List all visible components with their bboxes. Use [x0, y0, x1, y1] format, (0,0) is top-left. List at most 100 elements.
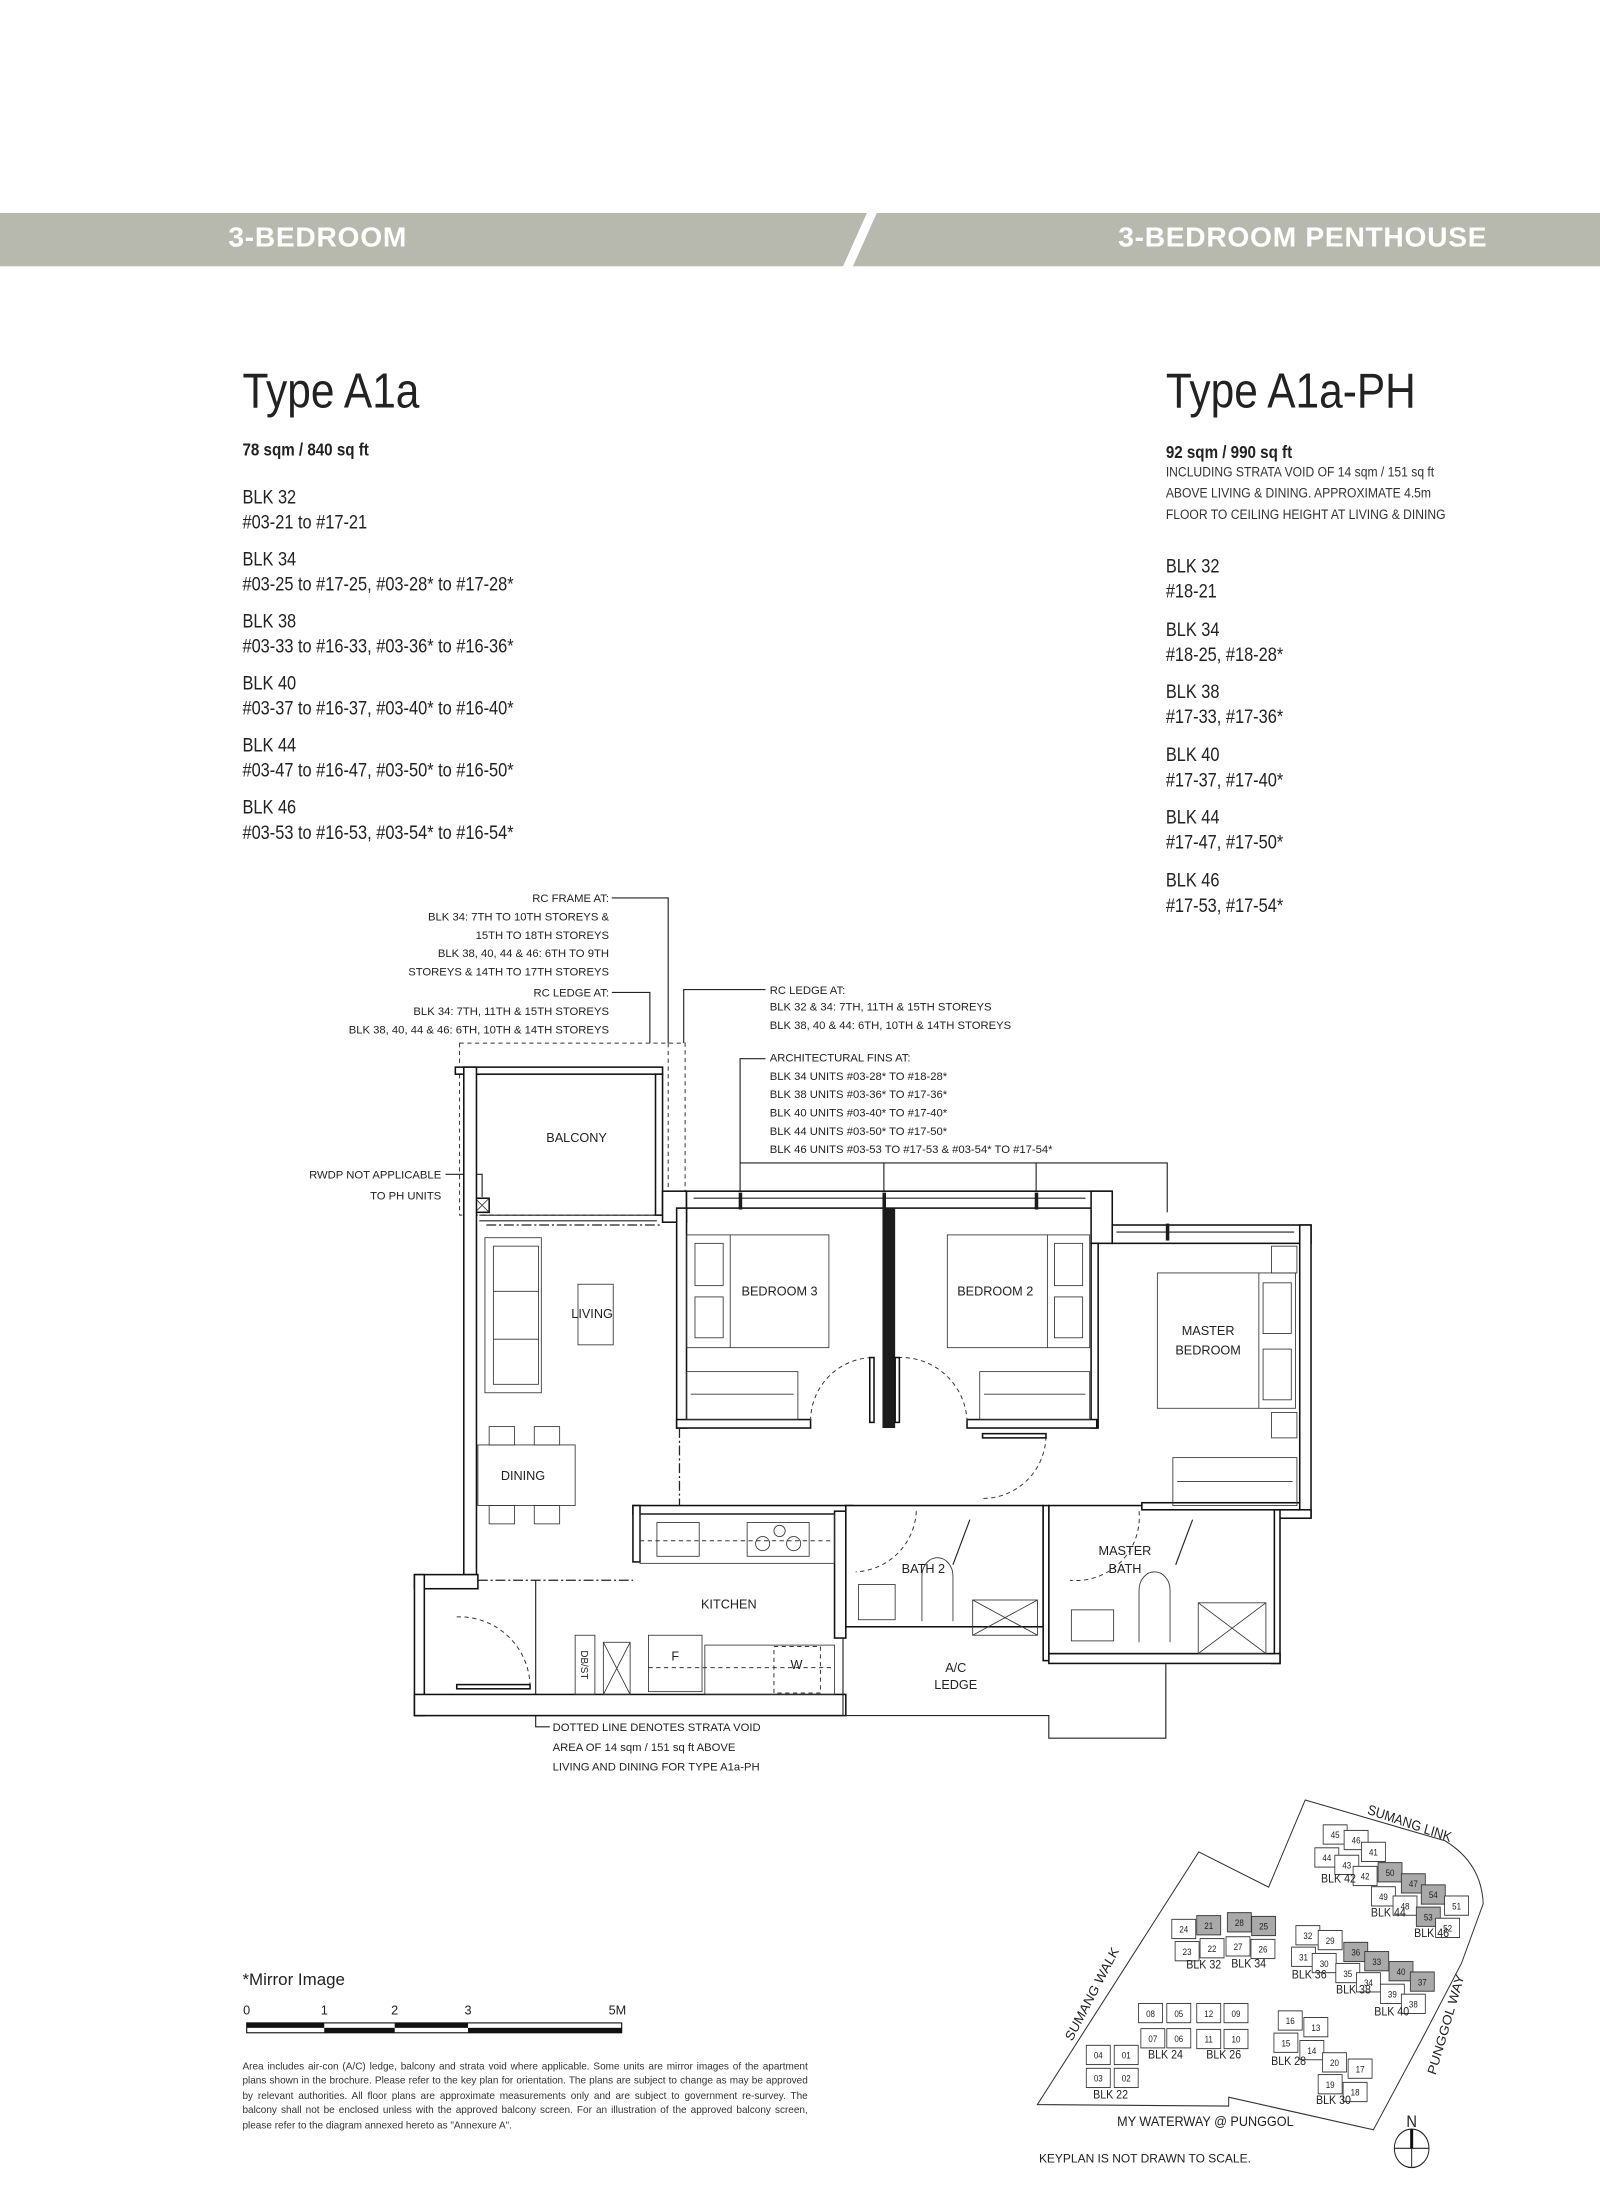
keyplan-unit [1140, 2028, 1166, 2049]
keyplan-unit [1225, 1936, 1251, 1957]
keyplan-unit [1171, 1918, 1197, 1940]
block-name: BLK 40 [1165, 743, 1220, 765]
room-label-master-bath: MASTER [1099, 1544, 1152, 1558]
rwdp-annotation: RWDP NOT APPLICABLE TO PH UNITS [309, 1170, 490, 1214]
block-entry: BLK 46#03-53 to #16-53, #03-54* to #16-5… [242, 795, 557, 846]
block-entry: BLK 34#03-25 to #17-25, #03-28* to #17-2… [242, 547, 557, 598]
rc-frame-line: BLK 38, 40, 44 & 46: 6TH TO 9TH [438, 948, 609, 960]
keyplan-unit-number: 52 [1443, 1923, 1452, 1934]
keyplan-unit-number: 22 [1208, 1944, 1217, 1955]
keyplan-unit-highlighted [1196, 1915, 1222, 1936]
fins-leader [740, 1162, 1168, 1213]
keyplan-unit-number: 13 [1311, 2022, 1320, 2033]
scale-tick-label: 2 [391, 2003, 398, 2017]
keyplan-unit [1273, 2032, 1299, 2053]
keyplan-unit-number: 43 [1342, 1860, 1351, 1871]
rc-ledge-line: BLK 38, 40, 44 & 46: 6TH, 10TH & 14TH ST… [349, 1024, 609, 1036]
rc-ledge-line: RC LEDGE AT: [533, 988, 609, 1000]
keyplan-unit-number: 07 [1148, 2034, 1157, 2045]
keyplan-unit [1444, 1895, 1469, 1916]
wardrobe-bedroom-2 [979, 1371, 1091, 1420]
keyplan-unit-number: 40 [1397, 1966, 1406, 1977]
keyplan-unit [1113, 2044, 1139, 2066]
keyplan-unit-number: 23 [1183, 1946, 1192, 1957]
rc-ledge-left-annotation: RC LEDGE AT: BLK 34: 7TH, 11TH & 15TH ST… [349, 988, 651, 1044]
scale-tick-label: 1 [321, 2003, 328, 2017]
keyplan-unit-number: 36 [1351, 1947, 1360, 1958]
keyplan-unit-number: 04 [1094, 2050, 1103, 2061]
bed-master [1156, 1272, 1296, 1409]
keyplan-block-label: BLK 34 [1231, 1958, 1266, 1971]
sofa [484, 1237, 542, 1394]
keyplan-block-label: BLK 46 [1414, 1928, 1449, 1941]
keyplan-unit-number: 18 [1351, 2087, 1360, 2098]
db-st-cabinet [574, 1634, 596, 1695]
fins-line: BLK 44 UNITS #03-50* TO #17-50* [770, 1126, 948, 1138]
keyplan-unit [1166, 2002, 1192, 2024]
fin-marker [738, 1192, 743, 1210]
keyplan-unit [1317, 2074, 1343, 2095]
block-entry: BLK 34#18-25, #18-28* [1166, 617, 1491, 668]
ph-note-line: FLOOR TO CEILING HEIGHT AT LIVING & DINI… [1165, 507, 1446, 523]
fins-line: BLK 46 UNITS #03-53 TO #17-53 & #03-54* … [770, 1144, 1053, 1156]
rc-ledge-leader [611, 991, 651, 1044]
strata-line: AREA OF 14 sqm / 151 sq ft ABOVE [553, 1742, 736, 1754]
room-label-dining: DINING [501, 1469, 545, 1483]
rwdp-line: RWDP NOT APPLICABLE [309, 1170, 442, 1182]
block-name: BLK 34 [1165, 618, 1220, 640]
type-a1a-info: Type A1a 78 sqm / 840 sq ft BLK 32#03-21… [242, 364, 557, 857]
fin-marker [1165, 1223, 1170, 1241]
keyplan-unit-number: 03 [1094, 2073, 1103, 2084]
strata-line: DOTTED LINE DENOTES STRATA VOID [553, 1722, 761, 1734]
block-units: #18-21 [1165, 580, 1217, 602]
keyplan-unit-number: 15 [1281, 2038, 1290, 2049]
keyplan-unit-number: 32 [1303, 1931, 1312, 1942]
keyplan-unit [1347, 2058, 1373, 2079]
strata-line: LIVING AND DINING FOR TYPE A1a-PH [553, 1762, 760, 1774]
keyplan-unit-number: 08 [1146, 2008, 1155, 2019]
block-name: BLK 46 [242, 796, 297, 818]
keyplan-block-label: BLK 24 [1148, 2049, 1183, 2062]
strata-void-annotation: DOTTED LINE DENOTES STRATA VOID AREA OF … [535, 1580, 761, 1774]
fins-line: BLK 38 UNITS #03-36* TO #17-36* [770, 1089, 948, 1101]
block-entry: BLK 38#03-33 to #16-33, #03-36* to #16-3… [242, 609, 557, 660]
type-a1a-ph-area: 92 sqm / 990 sq ft [1165, 442, 1293, 463]
keyplan-unit-number: 01 [1122, 2050, 1131, 2061]
room-label-master-bedroom: BEDROOM [1175, 1344, 1240, 1358]
site-boundary [1036, 1799, 1484, 2131]
bed-bedroom-3 [686, 1234, 830, 1349]
keyplan-unit [1361, 1841, 1386, 1862]
keyplan-note: KEYPLAN IS NOT DRAWN TO SCALE. [1038, 2151, 1251, 2166]
keyplan-unit-number: 30 [1320, 1958, 1329, 1969]
keyplan-unit [1303, 2017, 1329, 2038]
road-sumang-walk: SUMANG WALK [1062, 1945, 1121, 2044]
keyplan-unit-highlighted [1420, 1884, 1446, 1905]
fridge [648, 1634, 703, 1693]
keyplan-unit-number: 24 [1179, 1924, 1188, 1935]
scale-tick-label: 5M [609, 2003, 627, 2017]
keyplan-unit-number: 48 [1401, 1901, 1410, 1912]
keyplan-unit [1166, 2028, 1192, 2049]
keyplan-unit [1342, 2081, 1368, 2103]
block-units: #17-33, #17-36* [1165, 706, 1284, 728]
keyplan-unit-number: 12 [1204, 2008, 1213, 2019]
label-washer: W [790, 1658, 802, 1672]
block-entry: BLK 38 #17-33, #17-36* [1166, 679, 1491, 730]
keyplan-unit-number: 16 [1286, 2016, 1295, 2027]
keyplan-unit-number: 51 [1452, 1901, 1461, 1912]
block-entry: BLK 46#17-53, #17-54* [1166, 868, 1491, 919]
kitchen-counter [639, 1513, 835, 1564]
wardrobe-master [1172, 1457, 1298, 1506]
type-a1a-ph-info: Type A1a-PH 92 sqm / 990 sq ft INCLUDING… [1166, 364, 1491, 931]
keyplan-unit [1317, 1929, 1343, 1951]
keyplan-unit-number: 25 [1259, 1921, 1268, 1932]
block-name: BLK 40 [242, 672, 297, 694]
block-entry: BLK 44#17-47, #17-50* [1166, 805, 1491, 856]
block-name: BLK 38 [1165, 680, 1220, 703]
road-my-waterway: MY WATERWAY @ PUNGGOL [1117, 2113, 1293, 2129]
